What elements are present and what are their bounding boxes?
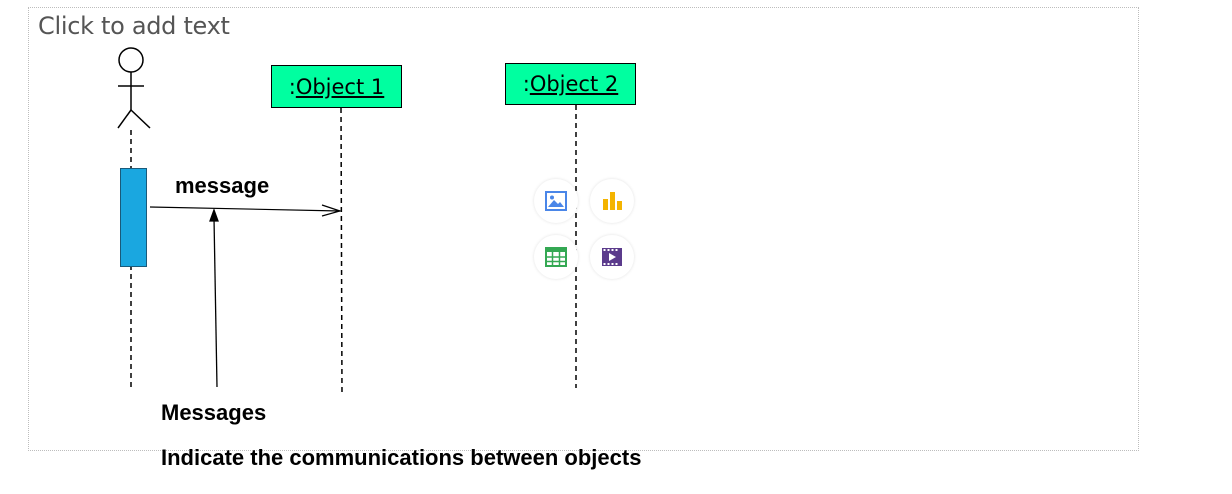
- object-2-name: Object 2: [529, 72, 619, 96]
- insert-video-button[interactable]: [590, 235, 634, 279]
- object-1-prefix: :: [288, 74, 296, 99]
- actor-icon: [117, 47, 151, 129]
- message-arrow: [149, 204, 343, 217]
- message-label: message: [175, 173, 270, 198]
- activation-bar: [120, 168, 147, 267]
- insert-table-button[interactable]: [534, 235, 578, 279]
- insert-picture-button[interactable]: [534, 179, 578, 223]
- caption-title: Messages: [161, 400, 267, 425]
- content-placeholder[interactable]: [28, 7, 1139, 451]
- picture-icon: [545, 191, 567, 211]
- object1-lifeline: [340, 107, 343, 396]
- object-1-name: Object 1: [295, 74, 385, 99]
- object-2-prefix: :: [522, 72, 530, 96]
- insert-chart-button[interactable]: [590, 179, 634, 223]
- placeholder-text[interactable]: Click to add text: [38, 12, 230, 40]
- caption-description: Indicate the communications between obje…: [161, 445, 642, 470]
- object-1-box: :Object 1: [271, 65, 402, 108]
- chart-icon: [603, 192, 622, 210]
- video-icon: [602, 248, 622, 266]
- callout-arrow: [209, 208, 219, 388]
- object-2-box: :Object 2: [505, 63, 636, 105]
- table-icon: [545, 247, 567, 267]
